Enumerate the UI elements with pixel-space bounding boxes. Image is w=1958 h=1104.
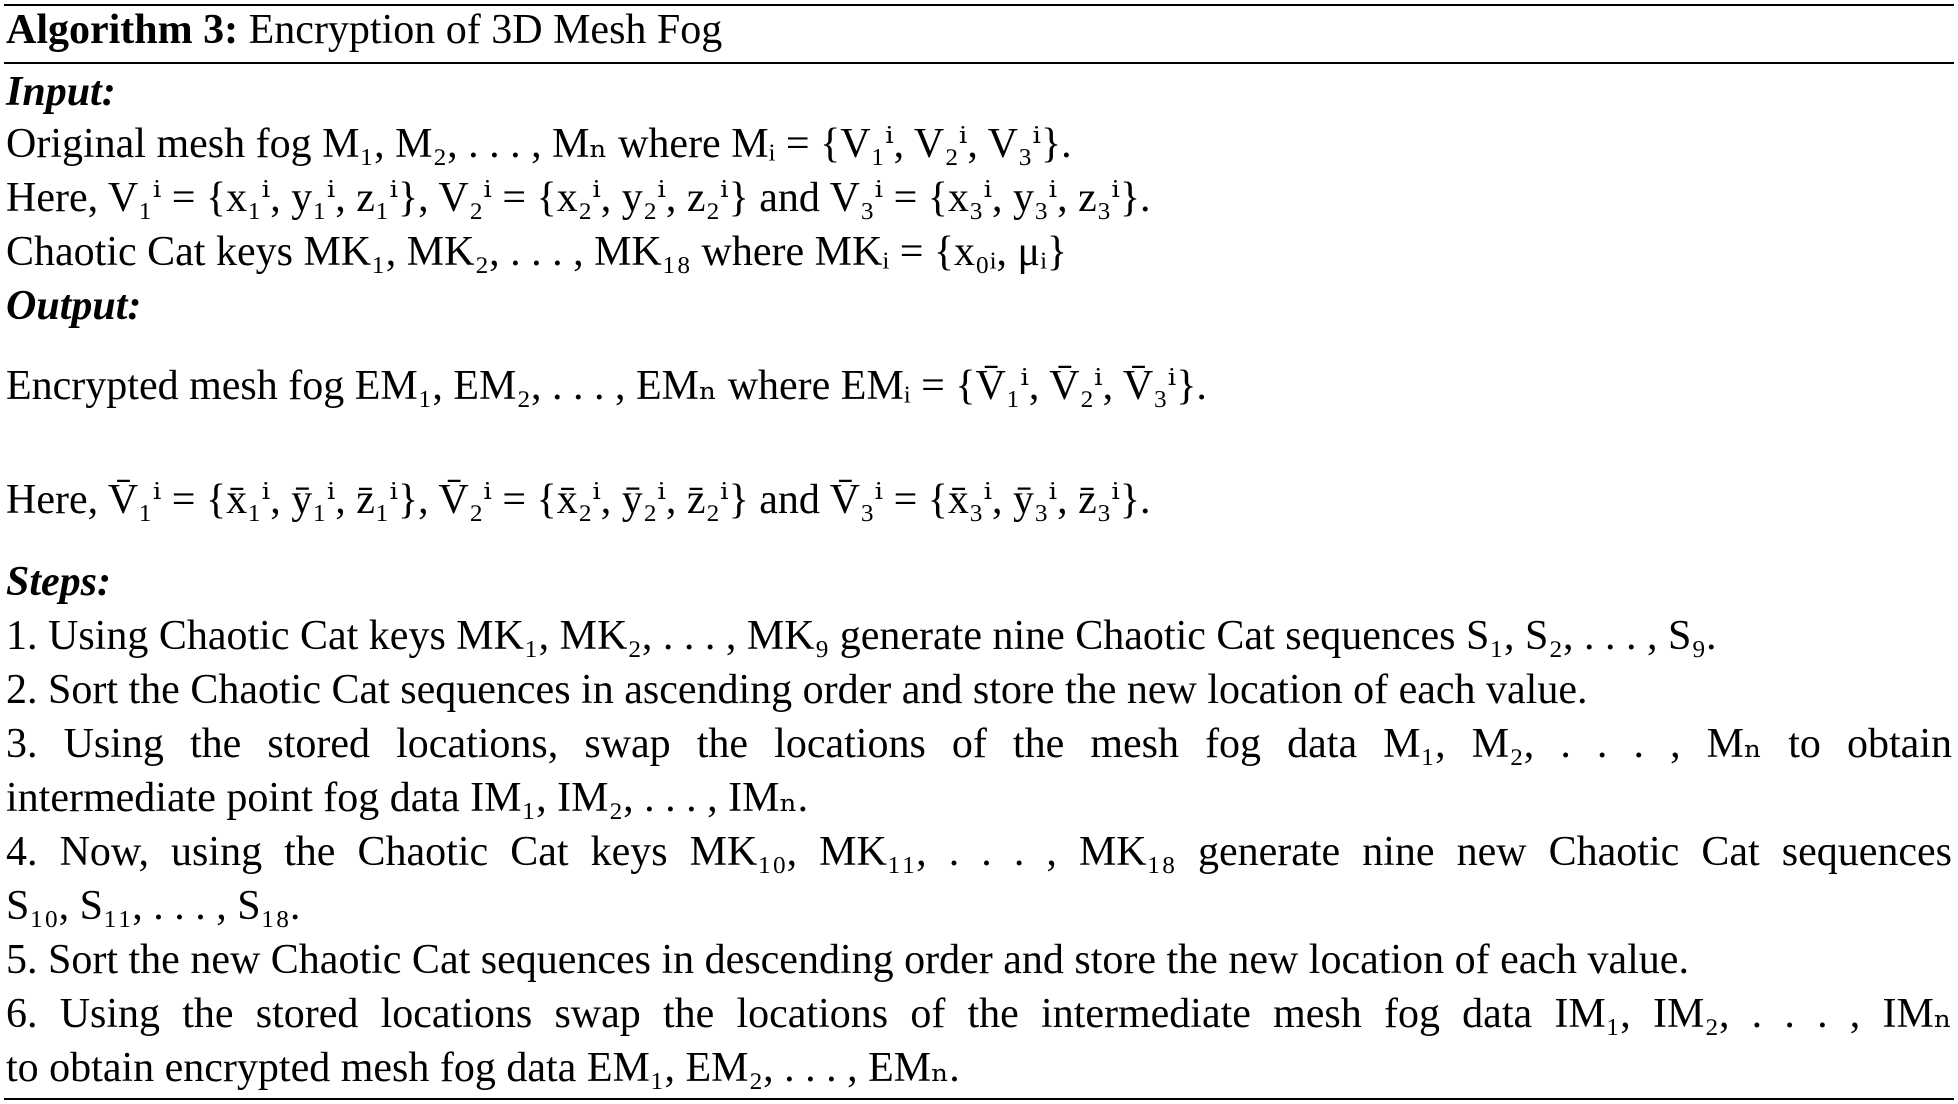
- output-line-2: Here, V̄₁ⁱ = {x̄₁ⁱ, ȳ₁ⁱ, z̄₁ⁱ}, V̄₂ⁱ = …: [6, 477, 1151, 523]
- input-line-3: Chaotic Cat keys MK₁, MK₂, . . . , MK₁₈ …: [6, 229, 1068, 275]
- step-1: 1. Using Chaotic Cat keys MK₁, MK₂, . . …: [6, 613, 1717, 659]
- output-line-1: Encrypted mesh fog EM₁, EM₂, . . . , EMₙ…: [6, 363, 1207, 409]
- step-3-line-a: 3. Using the stored locations, swap the …: [6, 721, 1952, 767]
- step-6-line-b: to obtain encrypted mesh fog data EM₁, E…: [6, 1045, 960, 1091]
- step-5: 5. Sort the new Chaotic Cat sequences in…: [6, 937, 1689, 983]
- header-rule: [4, 62, 1954, 64]
- algorithm-label: Algorithm 3:: [6, 7, 239, 53]
- step-3-line-b: intermediate point fog data IM₁, IM₂, . …: [6, 775, 809, 821]
- top-rule: [4, 4, 1954, 6]
- output-heading: Output:: [6, 283, 142, 329]
- input-heading: Input:: [6, 69, 116, 115]
- step-4-line-a: 4. Now, using the Chaotic Cat keys MK₁₀,…: [6, 829, 1952, 875]
- step-6-line-a: 6. Using the stored locations swap the l…: [6, 991, 1952, 1037]
- steps-heading: Steps:: [6, 559, 111, 605]
- bottom-rule: [4, 1098, 1954, 1100]
- input-line-2: Here, V₁ⁱ = {x₁ⁱ, y₁ⁱ, z₁ⁱ}, V₂ⁱ = {x₂ⁱ,…: [6, 175, 1151, 221]
- step-2: 2. Sort the Chaotic Cat sequences in asc…: [6, 667, 1588, 713]
- input-line-1: Original mesh fog M₁, M₂, . . . , Mₙ whe…: [6, 121, 1072, 167]
- algorithm-heading: Algorithm 3: Encryption of 3D Mesh Fog: [6, 4, 722, 56]
- algorithm-title: Encryption of 3D Mesh Fog: [248, 7, 723, 53]
- step-4-line-b: S₁₀, S₁₁, . . . , S₁₈.: [6, 883, 301, 929]
